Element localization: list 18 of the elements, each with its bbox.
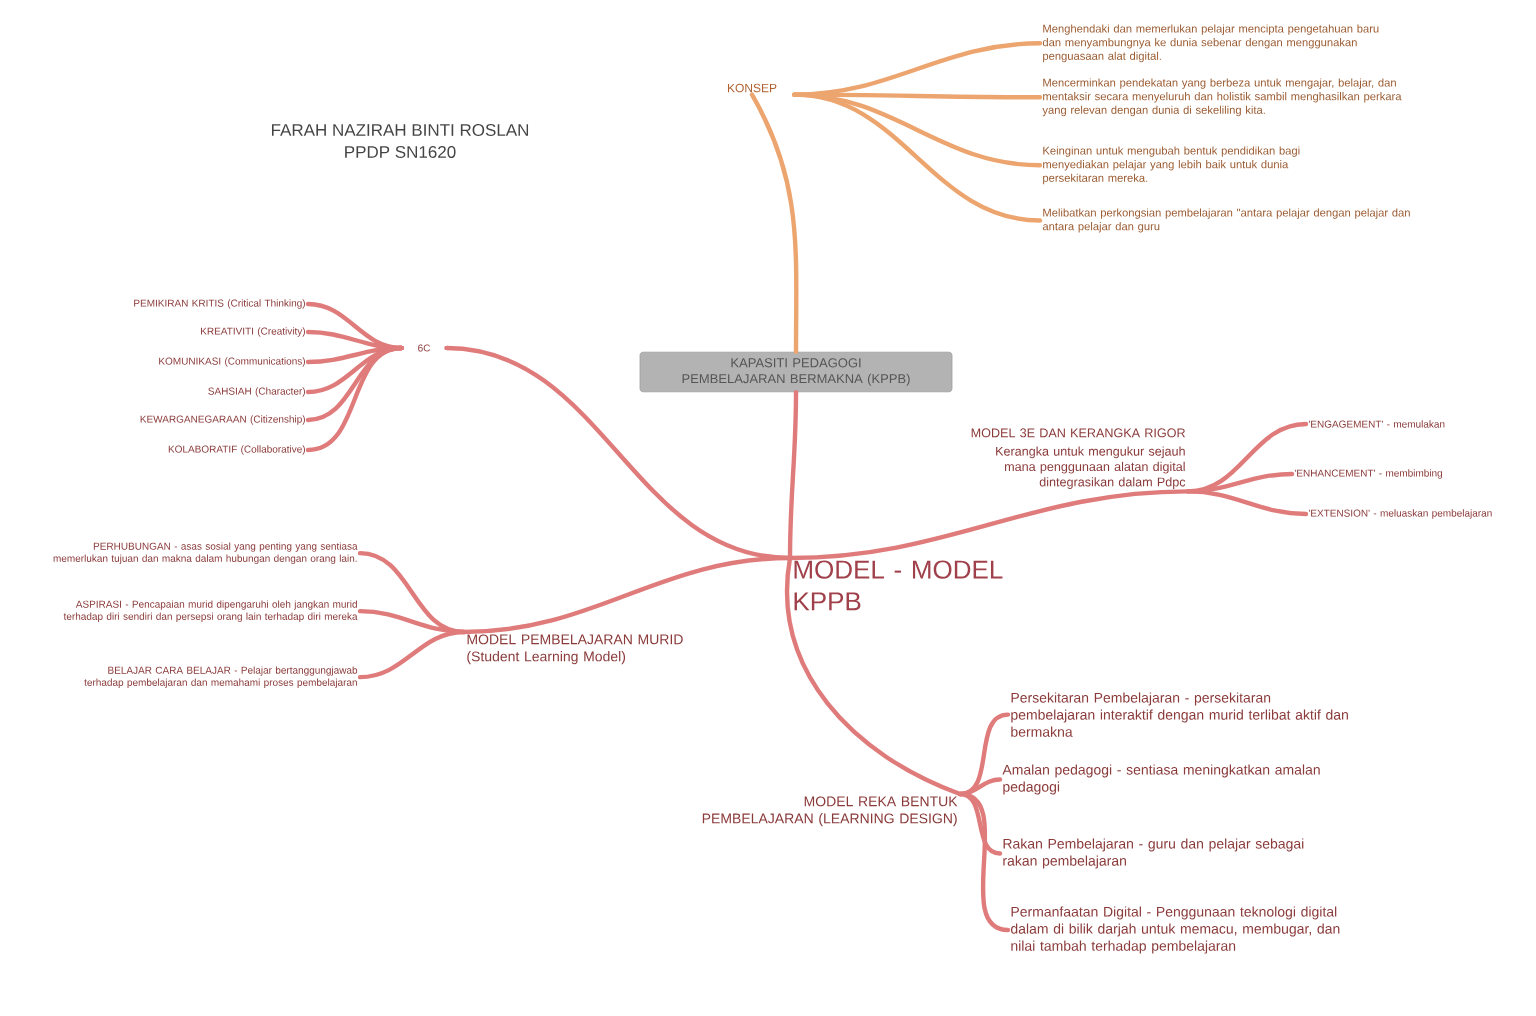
central-topic: MODEL - MODEL KPPB (794, 560, 1003, 611)
branch-line (957, 712, 1011, 797)
branch-line (357, 629, 467, 680)
branch-line (792, 92, 1043, 100)
branch-line (749, 92, 799, 354)
branch-line (957, 777, 1003, 797)
branch-line (461, 555, 793, 635)
author-text: PPDP SN1620 (345, 146, 456, 158)
branch-line (957, 791, 1003, 856)
branch-line (784, 555, 963, 797)
branch-line (1185, 489, 1309, 517)
author-text: FARAH NAZIRAH BINTI ROSLAN (272, 124, 528, 136)
branch-line (787, 489, 1191, 561)
branch-line (357, 550, 467, 635)
branch-line (305, 345, 404, 453)
branch-line (305, 345, 404, 423)
branch-line (792, 92, 1043, 223)
branch-line (787, 390, 799, 561)
